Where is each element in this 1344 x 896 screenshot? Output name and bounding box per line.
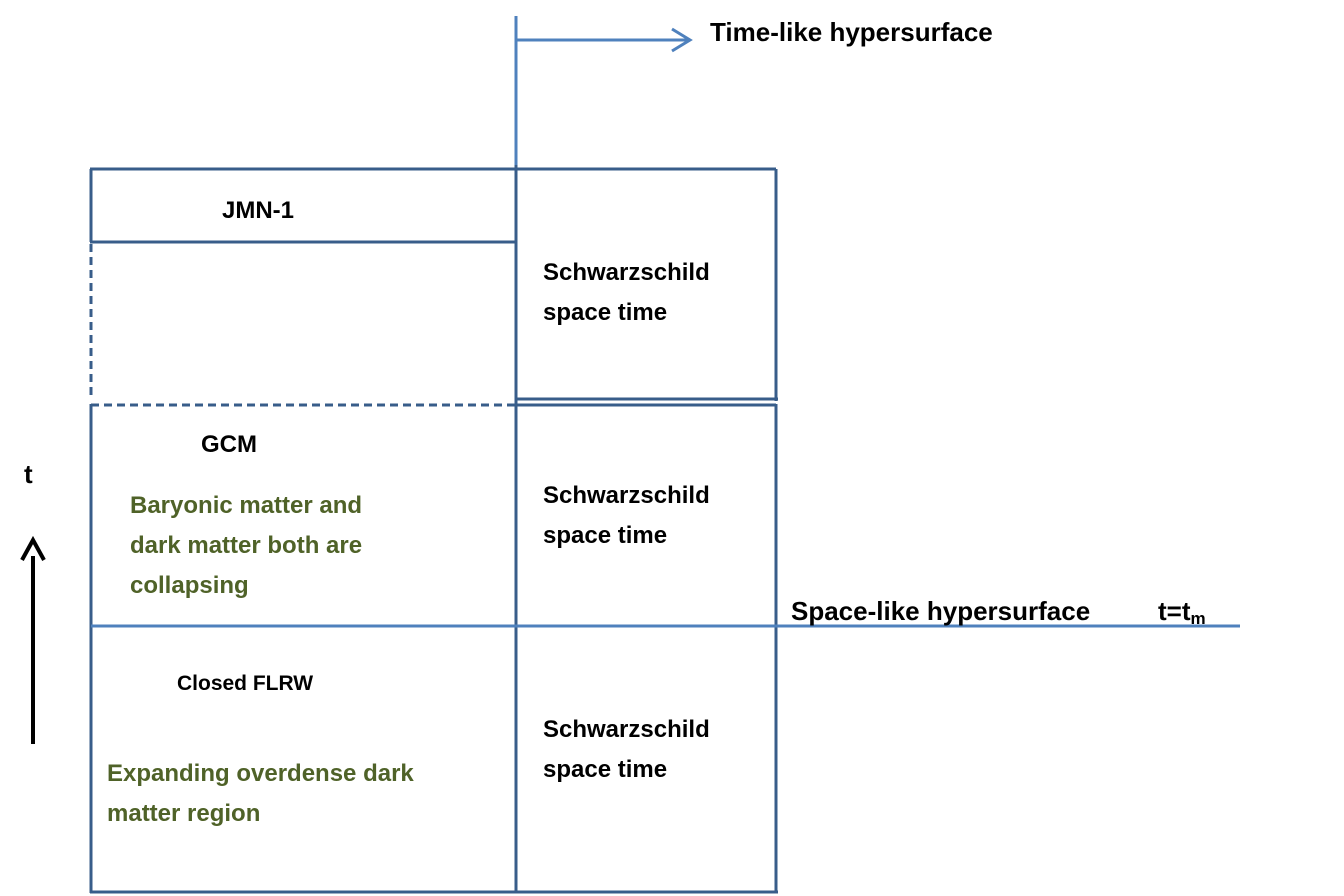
closed-flrw-description-line-1: Expanding overdense dark <box>107 760 414 787</box>
gcm-description-line-3: collapsing <box>130 572 249 599</box>
t-equals-tm-label: t=tm <box>1158 591 1206 631</box>
time-axis-label: t <box>24 459 33 489</box>
schwarzschild-mid-line-2: space time <box>543 522 668 549</box>
t-m-subscript: m <box>1190 609 1206 628</box>
closed-flrw-label: Closed FLRW <box>177 672 314 695</box>
gcm-description-line-1: Baryonic matter and <box>130 492 363 519</box>
gcm-label: GCM <box>201 431 257 458</box>
closed-flrw-description-line-2: matter region <box>107 800 261 827</box>
schwarzschild-mid-label: Schwarzschild space time <box>543 476 710 556</box>
gcm-description: Baryonic matter and dark matter both are… <box>130 486 362 606</box>
time-like-hypersurface-label: Time-like hypersurface <box>710 17 993 47</box>
closed-flrw-description: Expanding overdense dark matter region <box>107 754 414 834</box>
time-like-arrow-head <box>671 27 693 53</box>
t-equals-t-text: t=t <box>1158 596 1191 626</box>
schwarzschild-top-label: Schwarzschild space time <box>543 253 710 333</box>
schwarzschild-top-line-1: Schwarzschild <box>543 259 710 286</box>
space-like-hypersurface-label: Space-like hypersurface <box>791 596 1091 626</box>
time-arrow-head <box>20 535 46 561</box>
jmn-1-label: JMN-1 <box>222 197 295 224</box>
schwarzschild-mid-line-1: Schwarzschild <box>543 482 710 509</box>
schwarzschild-top-line-2: space time <box>543 299 668 326</box>
gcm-description-line-2: dark matter both are <box>130 532 363 559</box>
schwarzschild-bottom-line-1: Schwarzschild <box>543 716 710 743</box>
schwarzschild-bottom-line-2: space time <box>543 756 668 783</box>
schwarzschild-bottom-label: Schwarzschild space time <box>543 710 710 790</box>
